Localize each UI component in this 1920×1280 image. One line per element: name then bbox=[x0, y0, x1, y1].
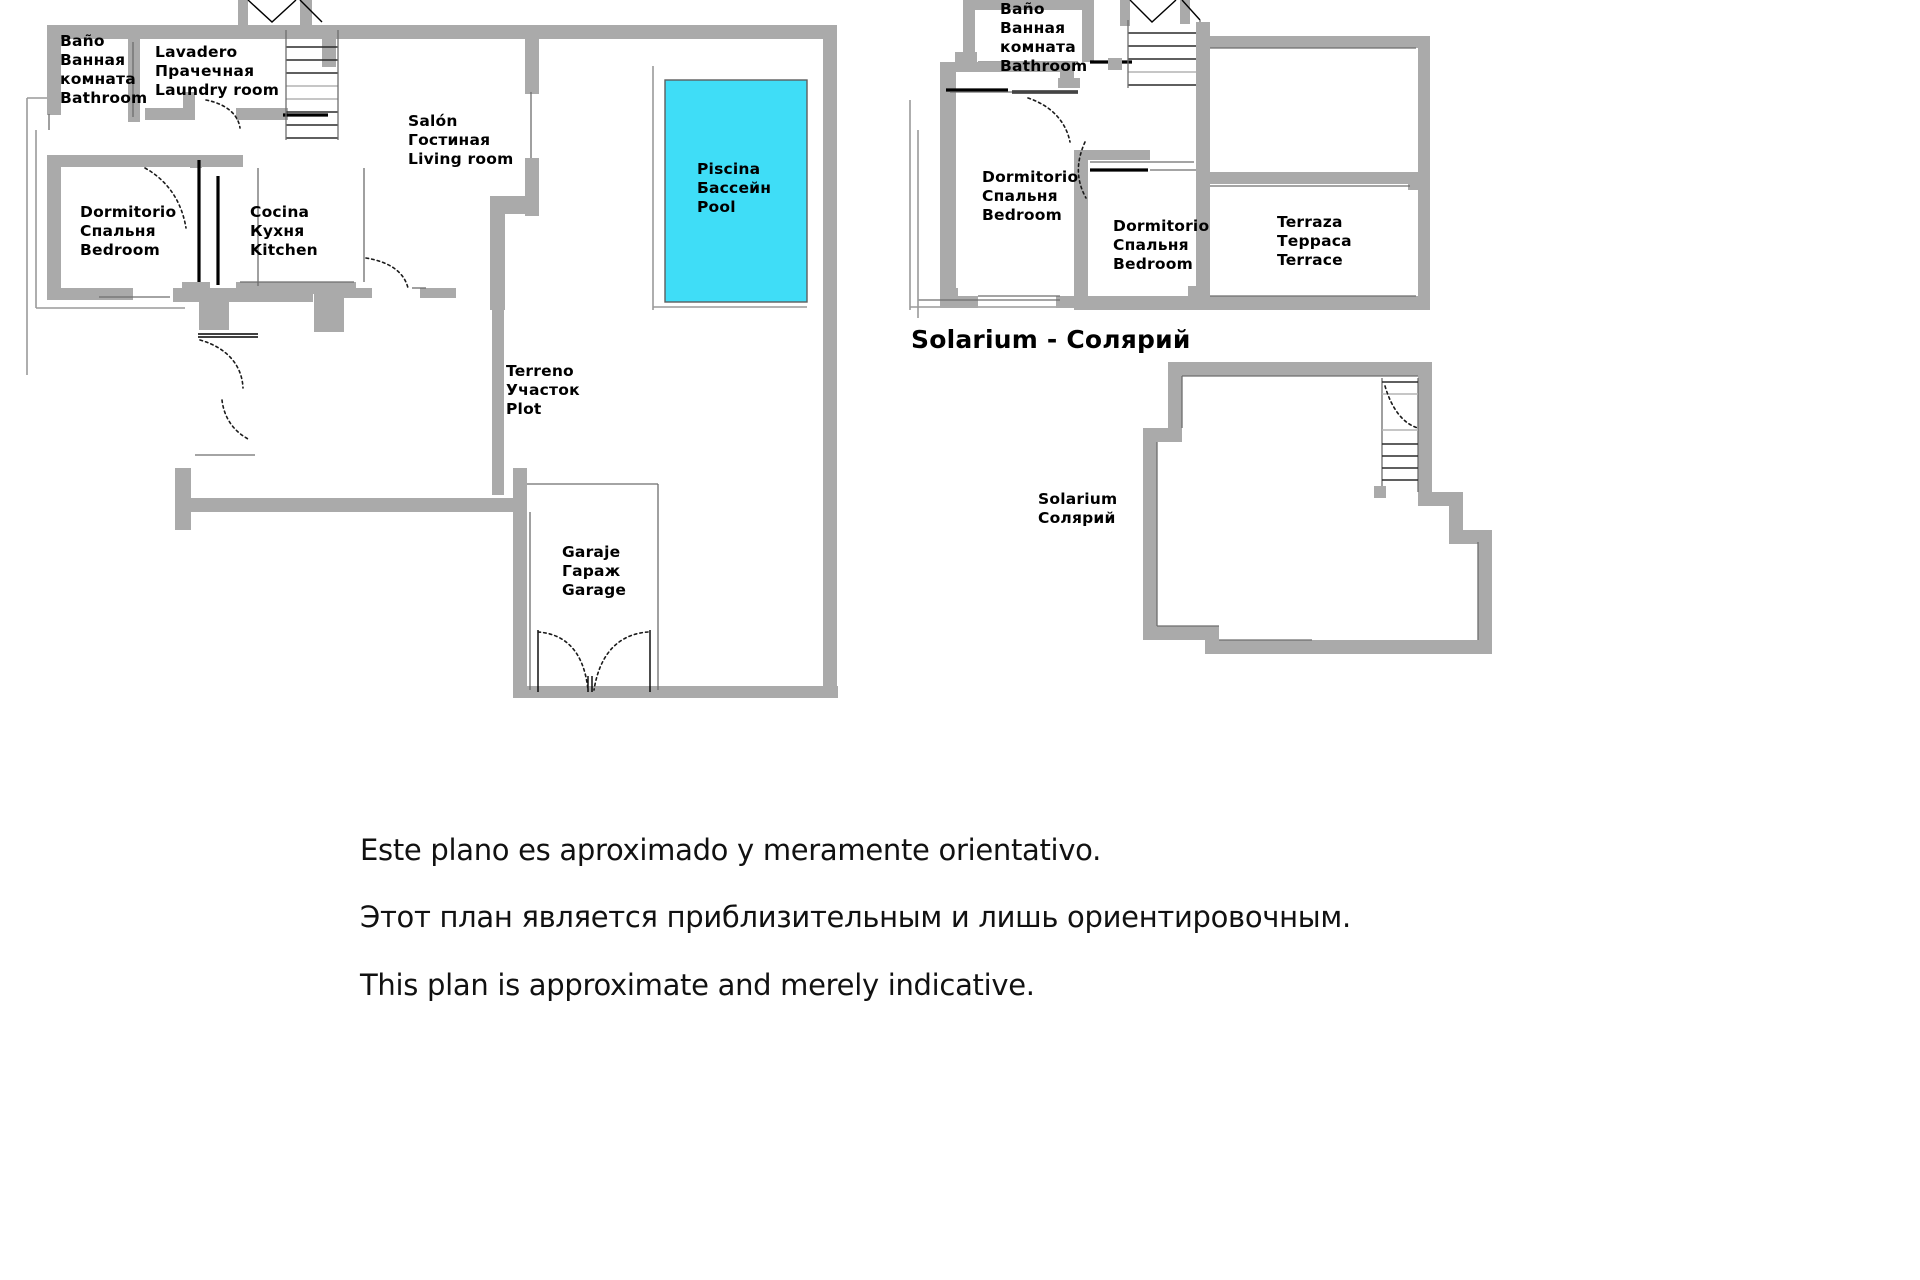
label-ru-2: комната bbox=[60, 69, 136, 88]
disclaimer-english: This plan is approximate and merely indi… bbox=[360, 968, 1035, 1002]
label-es: Baño bbox=[1000, 0, 1045, 18]
label-es: Terraza bbox=[1277, 213, 1343, 231]
label-es: Dormitorio bbox=[1113, 217, 1210, 235]
room-label-terrace: Terraza Терраса Terrace bbox=[1277, 213, 1352, 270]
label-es: Salón bbox=[408, 112, 458, 130]
room-label-solarium: Solarium Солярий bbox=[1038, 490, 1117, 528]
disclaimer-spanish: Este plano es aproximado y meramente ori… bbox=[360, 833, 1102, 867]
ground-floor-plan bbox=[26, 0, 838, 698]
room-label-garage: Garaje Гараж Garage bbox=[562, 543, 626, 600]
label-es: Solarium bbox=[1038, 490, 1118, 508]
garage-outline bbox=[527, 483, 659, 692]
upper-floor-plan bbox=[909, 0, 1430, 318]
room-label-kitchen: Cocina Кухня Kitchen bbox=[250, 203, 318, 260]
label-es: Dormitorio bbox=[982, 168, 1079, 186]
disclaimer-russian: Этот план является приблизительным и лиш… bbox=[360, 900, 1351, 934]
room-label-ground-bathroom: Baño Ванная комната Bathroom bbox=[60, 32, 147, 108]
label-en: Bedroom bbox=[1113, 254, 1193, 273]
label-en: Terrace bbox=[1277, 250, 1343, 269]
label-en: Kitchen bbox=[250, 240, 318, 259]
label-ru: Спальня bbox=[1113, 235, 1189, 254]
label-es: Dormitorio bbox=[80, 203, 177, 221]
staircase-solarium bbox=[1374, 378, 1419, 498]
label-es: Garaje bbox=[562, 543, 621, 561]
label-en: Pool bbox=[697, 197, 736, 216]
solarium-plan bbox=[1143, 362, 1492, 654]
room-label-laundry: Lavadero Прачечная Laundry room bbox=[155, 43, 279, 100]
section-title-solarium: Solarium - Солярий bbox=[911, 325, 1191, 354]
label-ru: Кухня bbox=[250, 221, 305, 240]
label-ru: Участок bbox=[506, 380, 580, 399]
label-ru: Солярий bbox=[1038, 508, 1116, 527]
label-ru: Гараж bbox=[562, 561, 621, 580]
label-es: Piscina bbox=[697, 160, 761, 178]
label-es: Baño bbox=[60, 32, 105, 50]
label-ru: Терраса bbox=[1277, 231, 1352, 250]
label-es: Terreno bbox=[506, 362, 574, 380]
label-en: Bedroom bbox=[80, 240, 160, 259]
room-label-pool: Piscina Бассейн Pool bbox=[697, 160, 771, 217]
label-en: Bedroom bbox=[982, 205, 1062, 224]
label-ru: Спальня bbox=[982, 186, 1058, 205]
label-ru: Спальня bbox=[80, 221, 156, 240]
room-label-plot: Terreno Участок Plot bbox=[506, 362, 580, 419]
label-en: Bathroom bbox=[1000, 56, 1088, 75]
room-label-ground-bedroom: Dormitorio Спальня Bedroom bbox=[80, 203, 176, 260]
label-es: Lavadero bbox=[155, 43, 238, 61]
room-label-upper-bedroom-2: Dormitorio Спальня Bedroom bbox=[1113, 217, 1209, 274]
label-en: Laundry room bbox=[155, 80, 280, 99]
label-en: Plot bbox=[506, 399, 542, 418]
label-ru: Прачечная bbox=[155, 61, 255, 80]
label-en: Garage bbox=[562, 580, 627, 599]
room-label-upper-bedroom-1: Dormitorio Спальня Bedroom bbox=[982, 168, 1078, 225]
label-ru-1: Ванная bbox=[1000, 18, 1066, 37]
swimming-pool bbox=[652, 66, 808, 310]
label-es: Cocina bbox=[250, 203, 310, 221]
label-ru-1: Ванная bbox=[60, 50, 126, 69]
label-ru: Гостиная bbox=[408, 130, 491, 149]
staircase-upper bbox=[1108, 0, 1201, 88]
staircase-ground bbox=[285, 30, 339, 140]
label-en: Bathroom bbox=[60, 88, 148, 107]
room-label-upper-bathroom: Baño Ванная комната Bathroom bbox=[1000, 0, 1087, 76]
label-ru: Бассейн bbox=[697, 178, 772, 197]
room-label-living-room: Salón Гостиная Living room bbox=[408, 112, 513, 169]
label-ru-2: комната bbox=[1000, 37, 1076, 56]
label-en: Living room bbox=[408, 149, 514, 168]
